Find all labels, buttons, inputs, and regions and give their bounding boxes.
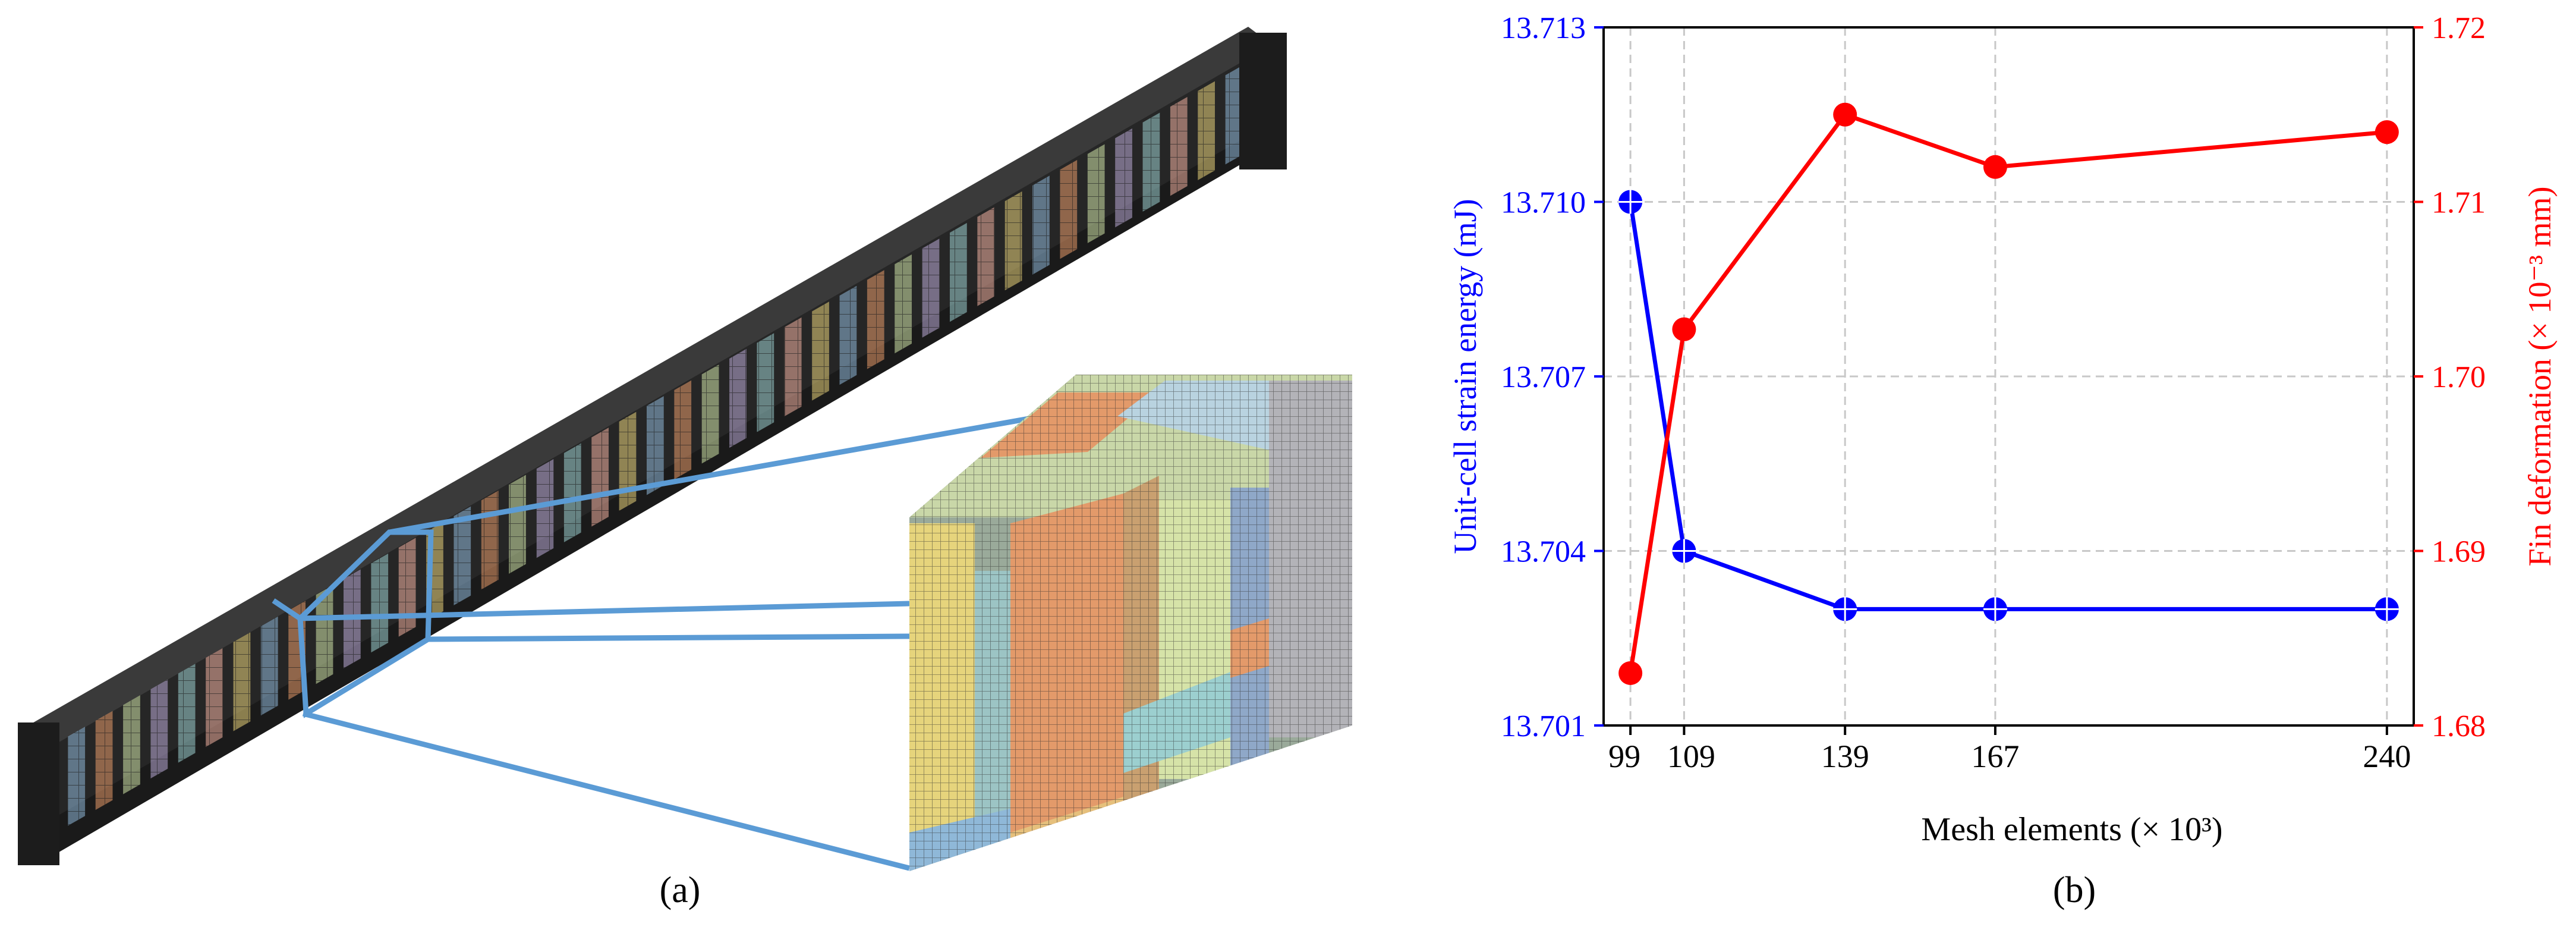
panel-b: 99 109 139 167 240 13.701 13.704 13.707 13.710 13… bbox=[1415, 0, 2576, 930]
beam-cell bbox=[536, 459, 554, 558]
beam-cell bbox=[509, 475, 526, 574]
callout-line-bottom bbox=[302, 711, 911, 871]
beam-cell bbox=[563, 443, 581, 542]
panel-a-caption: (a) bbox=[659, 870, 701, 910]
right-y-tick-label: 1.71 bbox=[2432, 186, 2486, 220]
beam-cells bbox=[40, 65, 1243, 841]
beam-cell bbox=[1004, 191, 1022, 291]
callout-line-mid2 bbox=[427, 633, 910, 642]
beam-cell bbox=[178, 664, 196, 763]
beam-cell bbox=[371, 553, 389, 653]
panel-a: (a) bbox=[18, 27, 1352, 910]
left-y-tick-label: 13.710 bbox=[1501, 186, 1586, 220]
grid-lines bbox=[1604, 26, 2414, 727]
beam-cell bbox=[784, 317, 802, 417]
series-point-right bbox=[1618, 661, 1643, 685]
right-y-tick-label: 1.72 bbox=[2432, 11, 2486, 45]
x-tick-label: 109 bbox=[1667, 739, 1715, 774]
series-point-left bbox=[1672, 539, 1696, 563]
x-tick-label: 167 bbox=[1971, 739, 2019, 774]
beam-cell bbox=[1115, 128, 1132, 228]
beam bbox=[18, 27, 1287, 865]
x-tick-label: 139 bbox=[1821, 739, 1869, 774]
panel-b-caption: (b) bbox=[2052, 870, 2096, 910]
beam-cell bbox=[591, 428, 609, 527]
beam-cell bbox=[260, 616, 278, 716]
zoom-inset bbox=[909, 375, 1352, 871]
series-point-right bbox=[1833, 102, 1857, 127]
x-tick-label: 240 bbox=[2363, 739, 2411, 774]
right-y-tick-label: 1.70 bbox=[2432, 360, 2486, 394]
beam-cell bbox=[922, 238, 940, 338]
beam-cell bbox=[950, 222, 967, 322]
beam-cell bbox=[398, 538, 416, 637]
data-series bbox=[1618, 102, 2399, 685]
beam-cell bbox=[316, 585, 333, 684]
beam-cell bbox=[701, 365, 719, 464]
beam-cell bbox=[1060, 159, 1078, 259]
beam-cell bbox=[674, 380, 692, 480]
series-point-right bbox=[1672, 317, 1696, 341]
beam-cell bbox=[1032, 175, 1050, 275]
left-y-tick-label: 13.704 bbox=[1501, 535, 1586, 569]
callout-line-top bbox=[389, 407, 1076, 535]
beam-cell bbox=[895, 254, 912, 354]
beam-cell bbox=[233, 632, 251, 731]
beam-cell bbox=[977, 207, 995, 306]
beam-cell bbox=[812, 301, 829, 401]
series-line-right bbox=[1628, 112, 2388, 674]
beam-cell bbox=[150, 679, 168, 779]
beam-cell bbox=[839, 285, 857, 385]
right-y-tick-label: 1.68 bbox=[2432, 709, 2486, 743]
series-point-left bbox=[1983, 597, 2007, 621]
mesh-illustration bbox=[18, 27, 1352, 871]
right-y-tick-label: 1.69 bbox=[2432, 535, 2486, 569]
beam-cell bbox=[619, 411, 637, 511]
beam-cell bbox=[1087, 144, 1105, 243]
right-y-axis-label: Fin deformation (× 10⁻³ mm) bbox=[2522, 186, 2558, 566]
beam-cell bbox=[95, 711, 113, 811]
axes bbox=[1594, 26, 2423, 735]
beam-cell bbox=[481, 490, 499, 590]
beam-cell bbox=[757, 333, 774, 432]
left-y-axis-label: Unit-cell strain energy (mJ) bbox=[1447, 199, 1483, 554]
series-point-right bbox=[1983, 155, 2007, 179]
series-point-right bbox=[2375, 120, 2399, 144]
series-point-left bbox=[1833, 597, 1857, 621]
series-point-left bbox=[1618, 190, 1643, 214]
beam-cell bbox=[1170, 97, 1188, 196]
series-line-left bbox=[1628, 201, 2387, 611]
beam-cell bbox=[729, 348, 747, 448]
left-y-tick-label: 13.701 bbox=[1501, 709, 1586, 743]
zoom-callout bbox=[272, 407, 1076, 871]
beam-top-flange bbox=[18, 27, 1272, 750]
beam-end-plate-right bbox=[1239, 33, 1287, 169]
beam-cell bbox=[1225, 65, 1243, 165]
beam-cell bbox=[867, 270, 884, 369]
beam-cell bbox=[454, 506, 471, 605]
beam-end-plate-left bbox=[18, 722, 59, 865]
left-y-tick-label: 13.713 bbox=[1501, 11, 1586, 45]
beam-cell bbox=[206, 648, 223, 747]
x-axis-label: Mesh elements (× 10³) bbox=[1921, 811, 2222, 848]
beam-cell bbox=[1198, 81, 1215, 180]
mesh-convergence-chart: 99 109 139 167 240 13.701 13.704 13.707 13.710 13… bbox=[1447, 11, 2558, 848]
left-y-tick-label: 13.707 bbox=[1501, 360, 1586, 394]
beam-cell bbox=[1142, 112, 1160, 212]
beam-cell bbox=[123, 695, 140, 794]
tick-labels: 99 109 139 167 240 13.701 13.704 13.707 13.710 13… bbox=[1501, 11, 2486, 774]
x-tick-label: 99 bbox=[1608, 739, 1640, 774]
series-point-left bbox=[2375, 597, 2399, 621]
beam-cell bbox=[647, 396, 664, 495]
beam-cell bbox=[68, 727, 86, 826]
callout-line-mid1 bbox=[300, 601, 910, 621]
